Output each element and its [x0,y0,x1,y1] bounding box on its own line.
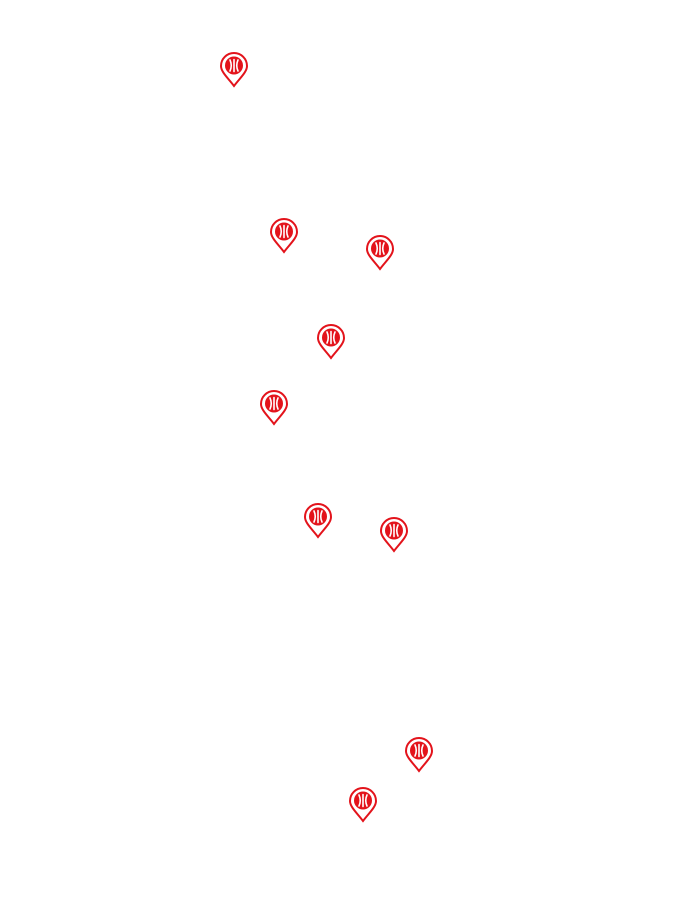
map-pin-marker-icon [269,218,299,254]
map-marker[interactable] [303,502,333,540]
map-pin-marker-icon [259,390,289,426]
map-pin-marker-icon [316,324,346,360]
map-marker[interactable] [348,786,378,824]
map-pin-marker-icon [348,787,378,823]
map-marker[interactable] [365,234,395,272]
map-marker[interactable] [379,516,409,554]
map-pin-marker-icon [404,737,434,773]
map-marker[interactable] [269,217,299,255]
map-pin-marker-icon [379,517,409,553]
map-marker[interactable] [316,323,346,361]
map-pin-marker-icon [303,503,333,539]
map-marker[interactable] [404,736,434,774]
map-pin-marker-icon [219,52,249,88]
map-pin-marker-icon [365,235,395,271]
map-marker[interactable] [259,389,289,427]
map-marker[interactable] [219,51,249,89]
